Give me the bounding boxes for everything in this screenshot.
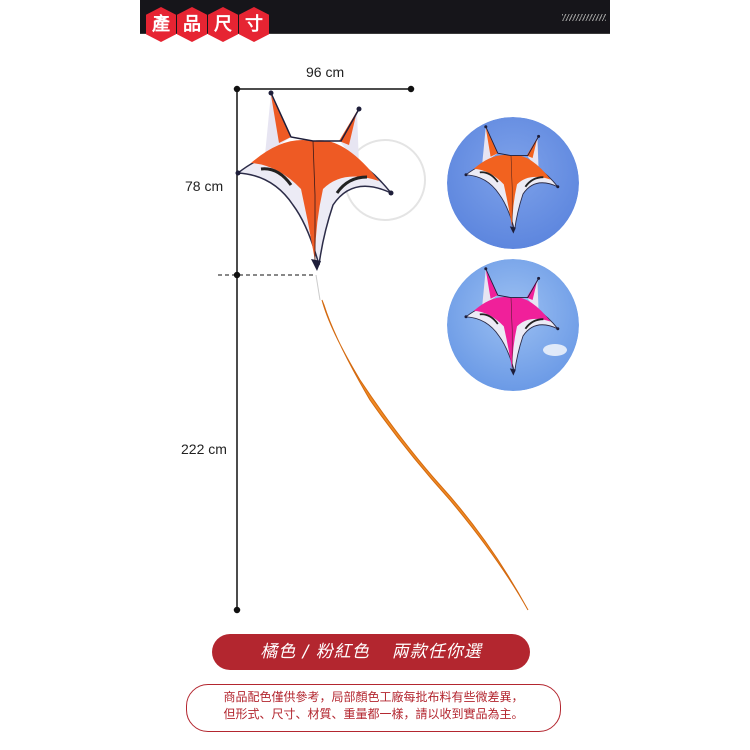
dimension-lines — [218, 85, 415, 614]
width-dimension-label: 96 cm — [306, 64, 345, 80]
tail-length-dimension-label: 222 cm — [181, 441, 227, 457]
title-hex-2: 品 — [177, 7, 207, 42]
variant-orange: 橘色 — [260, 642, 297, 662]
title-hex-1: 產 — [146, 7, 176, 42]
hatch-decoration — [562, 14, 606, 21]
separator: / — [302, 642, 310, 662]
title-hex-3: 尺 — [208, 7, 238, 42]
notice-line-1: 商品配色僅供參考，局部顏色工廠每批布料有些微差異， — [223, 690, 524, 704]
notice-line-2: 但形式、尺寸、材質、重量都一樣，請以收到實品為主。 — [223, 707, 524, 721]
pink-kite-thumbnail — [447, 259, 579, 391]
choice-text: 兩款任你選 — [391, 642, 482, 662]
color-options-banner: 橘色 / 粉紅色 兩款任你選 — [212, 634, 530, 670]
orange-kite-thumbnail — [447, 117, 579, 249]
kite-height-dimension-label: 78 cm — [185, 178, 224, 194]
title-hex-4: 寸 — [239, 7, 269, 42]
variant-pink: 粉紅色 — [315, 642, 370, 662]
section-title: 產 品 尺 寸 — [146, 7, 269, 42]
main-kite-image — [234, 89, 395, 273]
kite-tail — [315, 274, 321, 301]
color-disclaimer-notice: 商品配色僅供參考，局部顏色工廠每批布料有些微差異， 但形式、尺寸、材質、重量都一… — [186, 684, 561, 732]
